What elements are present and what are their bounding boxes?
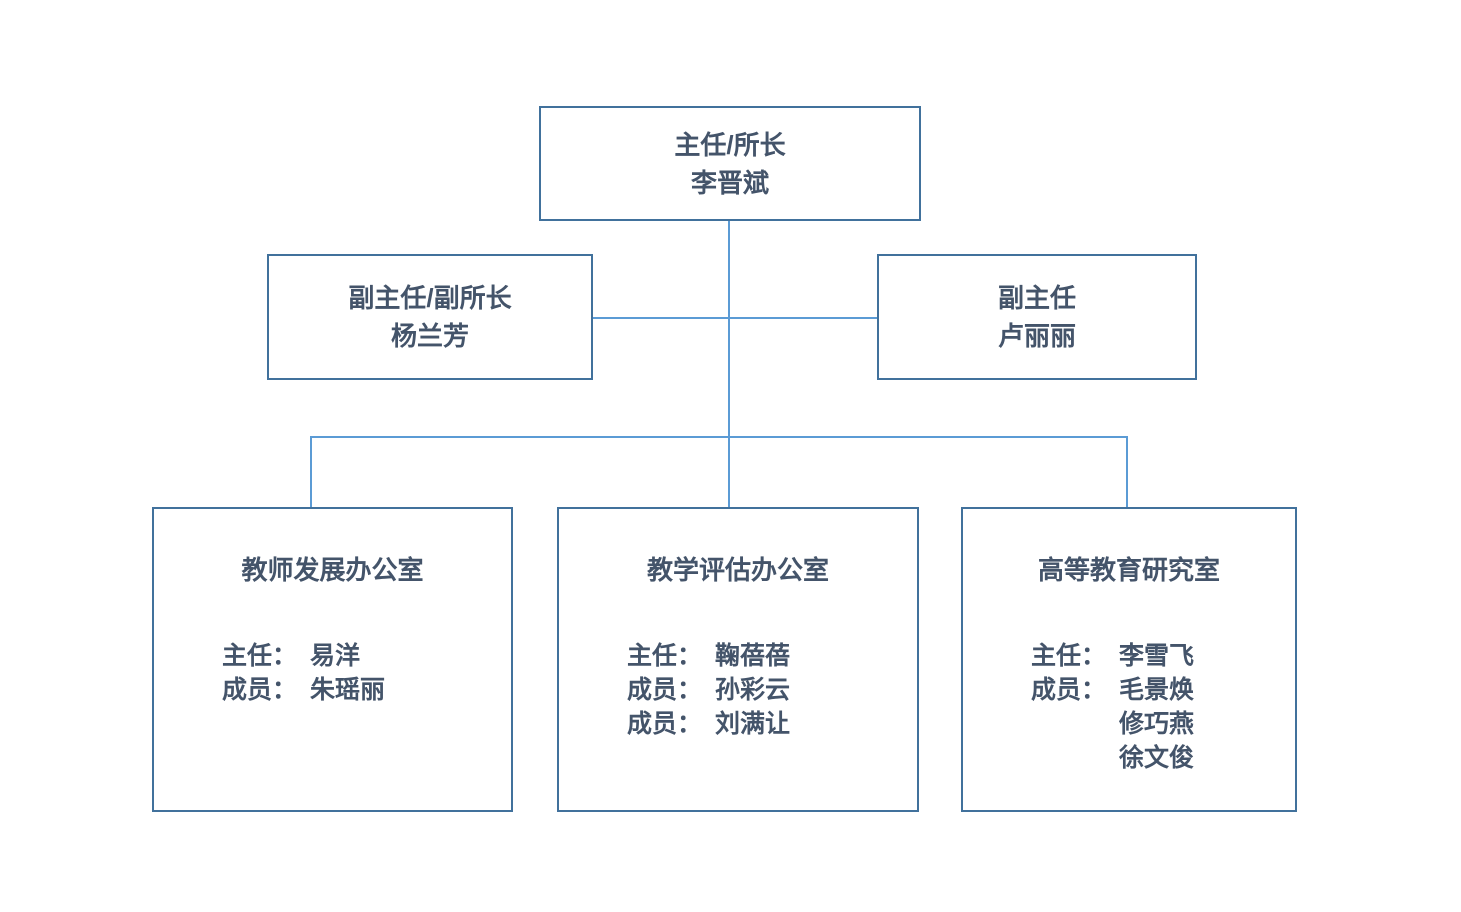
member-row: 成员： 孙彩云 [627,673,917,707]
member-role-label: 成员： [627,676,703,704]
member-name: 李雪飞 [1119,642,1195,670]
deputy-left-title: 副主任/副所长 [348,283,512,313]
connector-horizontal-departments [310,436,1128,438]
member-row: 成员： 毛景焕 [1031,673,1295,707]
director-name: 李晋斌 [690,167,769,198]
connector-drop-left [310,436,312,507]
member-role-label: 成员： [1031,676,1107,704]
connector-horizontal-deputies [593,317,877,319]
member-name: 徐文俊 [1119,744,1195,772]
member-name: 孙彩云 [715,676,791,704]
connector-drop-right [1126,436,1128,507]
member-row: 主任： 易洋 [222,639,511,673]
member-row: 主任： 鞠蓓蓓 [627,639,917,673]
member-name: 鞠蓓蓓 [715,642,791,670]
member-row: 修巧燕 [1031,707,1295,741]
department-box-teacher-development: 教师发展办公室 主任： 易洋 成员： 朱瑶丽 [152,507,513,812]
member-name: 易洋 [310,642,361,670]
deputy-right-box: 副主任 卢丽丽 [877,254,1197,380]
member-row: 成员： 刘满让 [627,707,917,741]
director-title: 主任/所长 [674,129,786,160]
department-member-list: 主任： 易洋 成员： 朱瑶丽 [154,639,511,707]
member-name: 修巧燕 [1119,710,1195,738]
department-title: 教学评估办公室 [646,555,829,585]
deputy-right-name: 卢丽丽 [997,321,1076,351]
department-box-higher-education-research: 高等教育研究室 主任： 李雪飞 成员： 毛景焕 修巧燕 徐文俊 [961,507,1297,812]
member-row: 主任： 李雪飞 [1031,639,1295,673]
member-name: 刘满让 [715,710,791,738]
member-row: 徐文俊 [1031,741,1295,775]
member-role-label: 主任： [627,642,703,670]
deputy-left-name: 杨兰芳 [390,321,469,351]
member-name: 毛景焕 [1119,676,1195,704]
member-role-label: 成员： [627,710,703,738]
member-name: 朱瑶丽 [310,676,386,704]
connector-vertical-main [728,221,730,507]
department-box-teaching-evaluation: 教学评估办公室 主任： 鞠蓓蓓 成员： 孙彩云 成员： 刘满让 [557,507,919,812]
deputy-left-box: 副主任/副所长 杨兰芳 [267,254,593,380]
department-member-list: 主任： 鞠蓓蓓 成员： 孙彩云 成员： 刘满让 [559,639,917,741]
member-role-label: 成员： [222,676,298,704]
department-title: 高等教育研究室 [1037,555,1220,585]
department-member-list: 主任： 李雪飞 成员： 毛景焕 修巧燕 徐文俊 [963,639,1295,775]
department-title: 教师发展办公室 [241,555,424,585]
member-row: 成员： 朱瑶丽 [222,673,511,707]
member-role-label: 主任： [1031,642,1107,670]
deputy-right-title: 副主任 [997,283,1076,313]
member-role-label: 主任： [222,642,298,670]
director-box: 主任/所长 李晋斌 [539,106,921,221]
